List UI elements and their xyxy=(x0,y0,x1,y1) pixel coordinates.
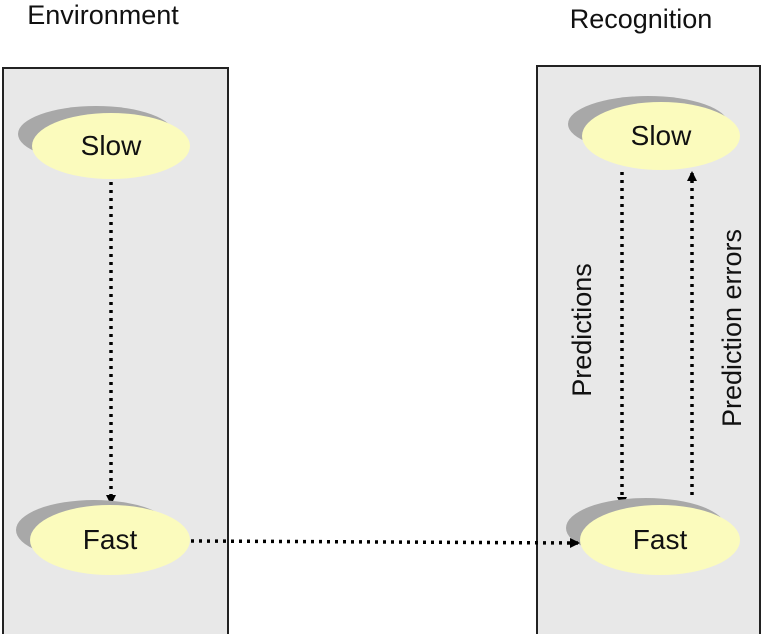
recognition-title: Recognition xyxy=(570,4,713,34)
node-ellipse xyxy=(32,113,190,179)
environment-fast-label: Fast xyxy=(83,524,138,555)
environment-panel: Slow Fast xyxy=(2,67,229,637)
recognition-panel: Slow Predictions Prediction errors Fast xyxy=(536,65,761,637)
node-ellipse xyxy=(580,505,740,575)
environment-slow-node: Slow xyxy=(18,106,190,179)
predictions-label: Predictions xyxy=(567,263,597,397)
prediction-errors-label: Prediction errors xyxy=(717,229,747,427)
environment-title: Environment xyxy=(27,0,179,30)
recognition-slow-node: Slow xyxy=(568,96,740,170)
recognition-fast-label: Fast xyxy=(633,524,688,555)
node-ellipse xyxy=(582,102,740,170)
environment-slow-label: Slow xyxy=(81,130,142,161)
environment-fast-node: Fast xyxy=(16,500,190,575)
node-ellipse xyxy=(30,505,190,575)
recognition-fast-node: Fast xyxy=(566,498,740,575)
recognition-slow-label: Slow xyxy=(631,120,692,151)
environment-to-recognition-arrow xyxy=(190,537,580,548)
